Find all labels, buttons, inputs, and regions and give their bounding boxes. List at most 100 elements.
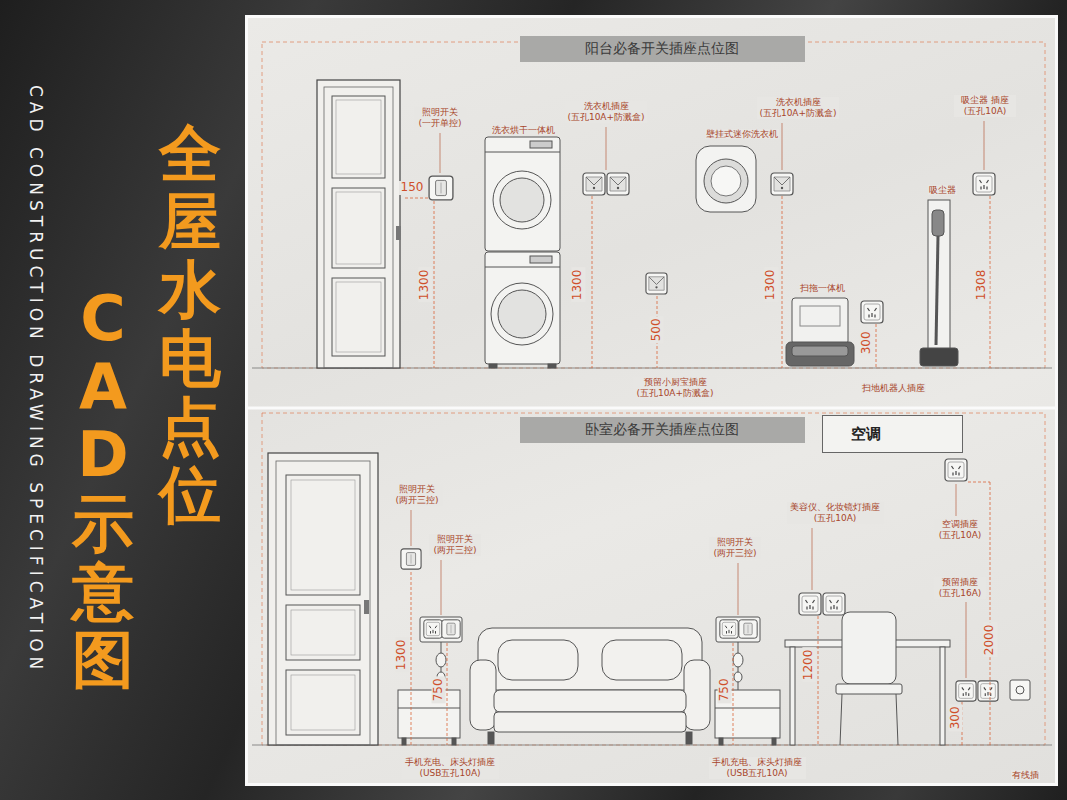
bedside-lamp bbox=[398, 690, 460, 738]
sofa bbox=[494, 690, 686, 712]
leader-lines bbox=[984, 121, 985, 170]
door bbox=[291, 610, 355, 655]
dimension-number: 750 bbox=[431, 676, 445, 703]
annotation-label: 洗衣机插座 (五孔10A+防溅盒) bbox=[757, 97, 839, 119]
socket bbox=[823, 593, 845, 615]
door bbox=[336, 282, 381, 352]
leader-lines bbox=[812, 528, 813, 590]
mop-station bbox=[792, 346, 848, 356]
dimension-number: 750 bbox=[717, 676, 731, 703]
dimension-number: 300 bbox=[948, 704, 962, 731]
door bbox=[286, 475, 360, 595]
bedside-lamp bbox=[715, 617, 780, 745]
stick-vacuum bbox=[920, 200, 958, 366]
bedside-lamp bbox=[398, 708, 460, 709]
leader-lines bbox=[411, 484, 966, 678]
annotation-label: 照明开关 (两开三控) bbox=[429, 534, 481, 556]
washer-dryer bbox=[491, 283, 553, 345]
dimension-number: 1308 bbox=[975, 268, 989, 303]
leader-lines bbox=[440, 133, 441, 173]
door bbox=[317, 80, 400, 368]
dimension-number: 1300 bbox=[571, 268, 585, 303]
splash-socket bbox=[771, 173, 793, 195]
section-divider bbox=[248, 407, 1055, 410]
bedside-lamp bbox=[420, 617, 462, 642]
washer-dryer bbox=[485, 137, 560, 368]
desk-chair bbox=[840, 694, 842, 745]
wall-washer bbox=[704, 159, 748, 203]
light-switch bbox=[401, 549, 421, 569]
light-switch bbox=[442, 620, 460, 638]
title-band: 卧室必备开关插座点位图 bbox=[520, 417, 805, 443]
section-frame bbox=[262, 42, 1045, 368]
dimension-number: 1300 bbox=[395, 638, 409, 673]
wall-washer bbox=[696, 146, 756, 212]
door bbox=[291, 480, 355, 590]
washer-dryer bbox=[489, 364, 497, 368]
sofa bbox=[494, 712, 686, 732]
annotation-label: 有线插 bbox=[1011, 770, 1040, 781]
wall-washer bbox=[711, 166, 741, 196]
annotation-label: 照明开关 (两开三控) bbox=[709, 537, 761, 559]
dimension-lines bbox=[411, 572, 412, 745]
title-band: 阳台必备开关插座点位图 bbox=[520, 36, 805, 62]
stick-vacuum bbox=[928, 200, 950, 350]
mop-station bbox=[792, 298, 848, 344]
desk-chair bbox=[842, 612, 896, 684]
sofa bbox=[470, 660, 496, 730]
cable-socket bbox=[1010, 680, 1030, 700]
annotation-label: 空调插座 (五孔10A) bbox=[934, 519, 986, 541]
sofa bbox=[488, 732, 494, 744]
bedside-lamp bbox=[734, 672, 742, 682]
sofa bbox=[478, 628, 702, 690]
title-column: 全屋水电点位 bbox=[159, 120, 221, 529]
usb-socket bbox=[720, 620, 738, 638]
washer-dryer bbox=[548, 364, 556, 368]
dimension-number: 1200 bbox=[802, 648, 816, 683]
stick-vacuum bbox=[920, 348, 958, 366]
dimension-lines bbox=[411, 482, 990, 745]
annotation-label: 吸尘器 插座 (五孔10A) bbox=[954, 95, 1016, 117]
cable-socket bbox=[1016, 686, 1024, 694]
door bbox=[336, 192, 381, 264]
door bbox=[396, 226, 401, 240]
subtitle-column: CAD示意图 bbox=[72, 285, 134, 694]
bedside-lamp bbox=[772, 738, 776, 745]
washer-dryer bbox=[498, 290, 546, 338]
splash-socket bbox=[583, 173, 605, 195]
washer-dryer bbox=[530, 256, 552, 263]
bedside-lamp bbox=[436, 653, 446, 667]
leader-lines bbox=[956, 484, 957, 516]
dimension-lines bbox=[733, 643, 734, 745]
door bbox=[268, 453, 378, 745]
door bbox=[276, 461, 370, 745]
light-switch bbox=[739, 620, 757, 638]
dimension-number: 2000 bbox=[983, 623, 997, 658]
door bbox=[286, 605, 360, 660]
desk-chair bbox=[790, 647, 795, 745]
socket bbox=[861, 301, 883, 323]
cable-socket bbox=[1010, 680, 1030, 700]
dimension-lines bbox=[968, 482, 990, 483]
dimension-lines bbox=[405, 198, 428, 199]
leader-lines bbox=[606, 127, 607, 170]
vertical-caption: CAD CONSTRUCTION DRAWING SPECIFICATION bbox=[25, 85, 45, 674]
annotation-label: 洗衣机插座 (五孔10A+防溅盒) bbox=[565, 101, 647, 123]
desk-chair bbox=[785, 612, 950, 745]
ac-unit: 空调 bbox=[822, 415, 963, 453]
washer-dryer bbox=[530, 141, 552, 148]
annotation-label: 美容仪、化妆镜灯插座 (五孔10A) bbox=[787, 502, 884, 524]
annotation-label: 照明开关 (两开三控) bbox=[391, 484, 443, 506]
bedside-lamp bbox=[733, 653, 743, 667]
dimension-number: 1300 bbox=[764, 268, 778, 303]
door bbox=[317, 80, 401, 368]
door bbox=[332, 96, 385, 178]
washer-dryer bbox=[485, 252, 560, 364]
section-frame bbox=[262, 413, 1045, 745]
annotation-label: 洗衣烘干一体机 bbox=[491, 125, 556, 136]
sofa bbox=[470, 628, 710, 744]
washer-dryer bbox=[500, 178, 544, 222]
dimension-lines bbox=[782, 196, 783, 368]
door bbox=[324, 87, 393, 368]
